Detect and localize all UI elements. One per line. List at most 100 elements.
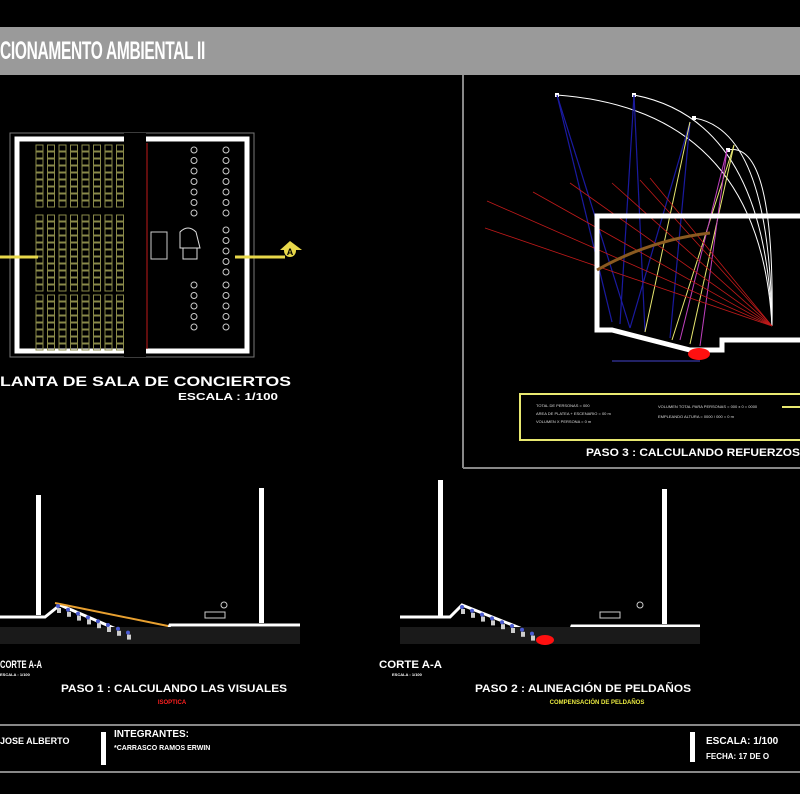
seat xyxy=(104,343,113,351)
seat xyxy=(47,151,55,159)
ground-hatch xyxy=(0,627,300,644)
seat xyxy=(35,315,44,323)
seat xyxy=(116,221,124,229)
chair-icon xyxy=(190,157,198,164)
seat xyxy=(81,315,90,323)
spectator-icon xyxy=(126,630,130,635)
seat xyxy=(104,322,113,330)
chair-icon xyxy=(222,258,230,265)
sound-ray xyxy=(699,149,728,347)
spectator-icon xyxy=(500,620,504,625)
seat xyxy=(47,270,55,278)
seat xyxy=(117,630,121,636)
seat xyxy=(35,270,44,278)
seat xyxy=(58,214,67,222)
seat xyxy=(81,329,90,337)
seat xyxy=(116,228,124,236)
section-label: CORTE A-A xyxy=(379,659,442,671)
seat xyxy=(47,294,55,302)
seat xyxy=(104,200,113,208)
seat xyxy=(70,144,78,152)
spectator-icon xyxy=(66,607,70,612)
seat xyxy=(58,301,67,309)
seat xyxy=(70,301,78,309)
seat xyxy=(58,186,67,194)
spectator-icon xyxy=(116,626,120,631)
audience xyxy=(56,601,228,640)
seat xyxy=(93,256,101,264)
chair-icon xyxy=(222,268,230,276)
sound-ray xyxy=(629,121,691,329)
seat xyxy=(93,315,101,323)
seat xyxy=(93,329,101,337)
sound-ray xyxy=(649,177,773,327)
chair-icon xyxy=(222,237,230,244)
seat xyxy=(116,294,124,302)
sound-ray xyxy=(556,94,631,329)
seat xyxy=(70,294,78,302)
seat xyxy=(116,343,124,351)
reflection-arcs xyxy=(555,93,773,327)
section-visuals: CORTE A-A ESCALA : 1/100 PASO 1 : CALCUL… xyxy=(0,488,300,706)
seat xyxy=(35,242,44,250)
seat xyxy=(35,249,44,257)
seat xyxy=(104,214,113,222)
ground-hatch xyxy=(400,627,700,644)
seat xyxy=(58,158,67,166)
seat xyxy=(70,263,78,271)
chair-icon xyxy=(190,281,198,289)
seat xyxy=(104,284,113,292)
seat xyxy=(127,634,131,640)
seat xyxy=(81,336,90,344)
sound-ray xyxy=(611,182,773,327)
seat xyxy=(104,158,113,166)
step2-subtitle: COMPENSACIÓN DE PELDAÑOS xyxy=(550,698,645,706)
seat xyxy=(81,228,90,236)
seat xyxy=(81,151,90,159)
seat xyxy=(70,172,78,180)
seat xyxy=(70,228,78,236)
section-scale: ESCALA : 1/100 xyxy=(0,672,31,677)
reflection-arc xyxy=(727,149,773,327)
seat xyxy=(104,235,113,243)
seat xyxy=(93,242,101,250)
seat xyxy=(58,144,67,152)
seat xyxy=(35,343,44,351)
seat xyxy=(47,329,55,337)
seat xyxy=(104,144,113,152)
seat xyxy=(81,256,90,264)
reflection-arc xyxy=(693,117,773,327)
spectator-icon xyxy=(490,616,494,621)
seat xyxy=(81,235,90,243)
seat xyxy=(35,294,44,302)
seat xyxy=(481,616,485,622)
spectator-icon xyxy=(510,624,514,628)
seat xyxy=(104,336,113,344)
seat xyxy=(81,144,90,152)
seat xyxy=(58,165,67,173)
sound-ray xyxy=(532,191,773,327)
seat xyxy=(93,263,101,271)
seat xyxy=(81,165,90,173)
seat xyxy=(81,214,90,222)
reflector-point xyxy=(692,116,696,120)
seat xyxy=(47,343,55,351)
seat xyxy=(70,308,78,316)
sound-ray xyxy=(689,144,735,345)
seat xyxy=(47,144,55,152)
seat xyxy=(93,214,101,222)
seat xyxy=(35,301,44,309)
highlight-mark xyxy=(536,635,554,645)
seat xyxy=(47,256,55,264)
seat xyxy=(116,144,124,152)
chair-icon xyxy=(190,199,198,206)
seat xyxy=(47,249,55,257)
seat xyxy=(77,615,81,621)
wall-right xyxy=(662,489,667,624)
seat xyxy=(104,151,113,159)
seat xyxy=(81,172,90,180)
reflection-arc xyxy=(633,94,773,327)
door-top xyxy=(124,133,146,143)
seat xyxy=(35,144,44,152)
musician-icon xyxy=(636,601,644,609)
